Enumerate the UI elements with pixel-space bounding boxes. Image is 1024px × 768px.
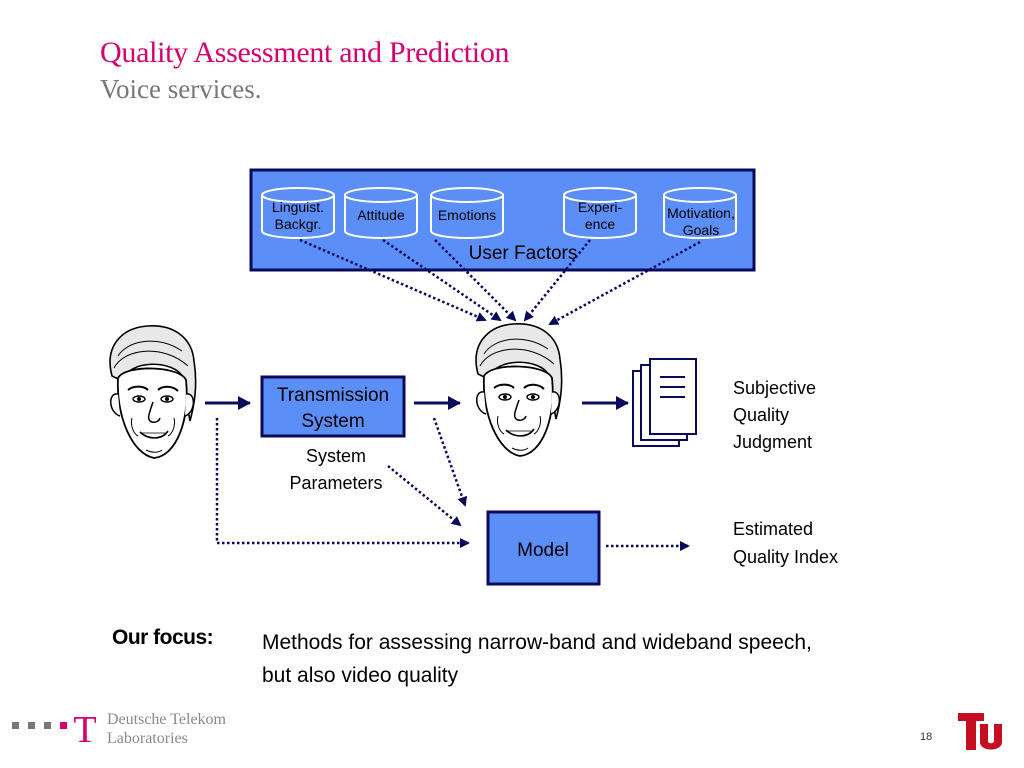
arrow-speaker-to-model (215, 418, 470, 548)
factor-experience-label-2: ence (585, 216, 616, 232)
model-label: Model (517, 540, 569, 561)
factor-experience-label-1: Experi- (578, 199, 623, 215)
documents-icon (632, 358, 697, 447)
factor-motivation-label-1: Motivation, (667, 205, 735, 221)
svg-text:berlin: berlin (986, 710, 992, 722)
factor-motivation-label-2: Goals (683, 222, 720, 238)
focus-description: Methods for assessing narrow-band and wi… (262, 626, 922, 692)
arrow-attitude-to-listener (382, 238, 502, 322)
arrow-experience-to-listener (523, 239, 591, 322)
tu-berlin-logo: berlin (958, 710, 1002, 750)
subjective-judgment-label-1: Subjective (733, 378, 816, 398)
focus-line-2: but also video quality (262, 664, 459, 687)
transmission-system-label-1: Transmission (277, 385, 389, 406)
slide-title: Quality Assessment and Prediction (100, 36, 510, 69)
company-name-line-2: Laboratories (107, 730, 188, 747)
user-factors-label: User Factors (469, 243, 578, 264)
arrow-parameters-to-model (387, 465, 462, 527)
arrow-motivation-to-listener (548, 240, 701, 326)
slide-subtitle: Voice services. (100, 74, 262, 104)
arrow-emotions-to-listener (434, 239, 517, 322)
system-parameters-label-1: System (306, 446, 366, 466)
system-parameters-label-2: Parameters (289, 473, 382, 493)
listener-face-icon (475, 322, 563, 457)
arrow-transmission-to-listener-model (432, 417, 468, 507)
speaker-face-icon (109, 324, 197, 459)
estimated-index-label-1: Estimated (733, 519, 813, 539)
estimated-index-label-2: Quality Index (733, 547, 838, 567)
subjective-judgment-label-3: Judgment (733, 432, 812, 452)
transmission-system-box (260, 375, 406, 438)
model-box (486, 510, 601, 586)
factor-linguistic-label-1: Linguist. (272, 199, 324, 215)
subjective-judgment-label-2: Quality (733, 405, 789, 425)
focus-line-1: Methods for assessing narrow-band and wi… (262, 631, 812, 654)
factor-linguistic-label-2: Backgr. (275, 216, 322, 232)
company-name: Deutsche Telekom Laboratories (107, 710, 226, 748)
page-number: 18 (920, 731, 933, 743)
factor-attitude-label: Attitude (357, 207, 405, 223)
company-name-line-1: Deutsche Telekom (107, 711, 226, 728)
brand-dots-icon (12, 722, 67, 729)
factor-emotions-label: Emotions (438, 207, 496, 223)
transmission-system-label-2: System (301, 411, 364, 432)
svg-text:T: T (73, 709, 96, 748)
focus-label: Our focus: (112, 626, 214, 649)
arrow-linguistic-to-listener (299, 238, 487, 322)
telekom-t-logo: T (73, 709, 96, 748)
